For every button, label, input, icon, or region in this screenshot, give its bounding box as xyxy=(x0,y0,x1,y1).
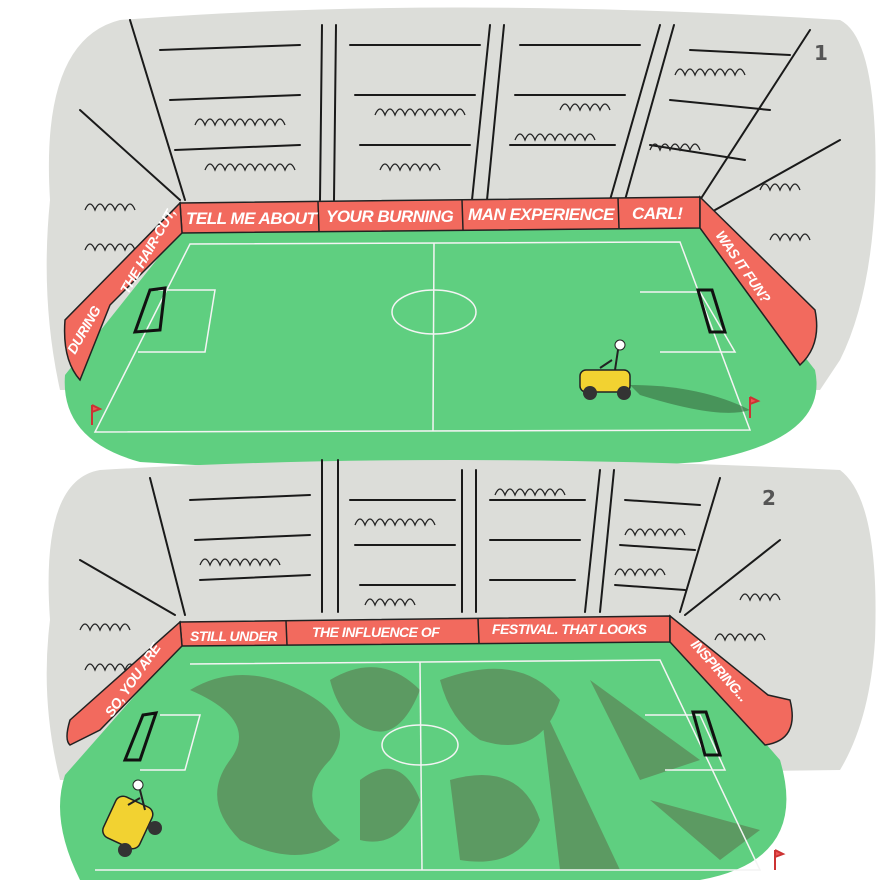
pitch-markings xyxy=(93,241,752,433)
goal-left-icon xyxy=(122,711,159,762)
lawn-mower-driver xyxy=(579,339,631,400)
panel-number: 2 xyxy=(762,486,776,510)
banner-text: THE INFLUENCE OF xyxy=(312,624,440,640)
pitch-markings xyxy=(95,659,762,871)
stand-structure xyxy=(79,459,781,616)
panel-number: 1 xyxy=(814,41,828,65)
lawn-mower-driver xyxy=(102,779,162,857)
goal-right-icon xyxy=(691,710,723,757)
goal-right-icon xyxy=(696,288,728,334)
stand-structure xyxy=(79,19,841,211)
panel-2: 2 xyxy=(46,459,876,880)
banner-text: YOUR BURNING xyxy=(326,207,453,226)
crowd xyxy=(79,488,781,672)
field xyxy=(64,222,817,471)
mower-trail xyxy=(630,385,750,413)
corner-flag-icon xyxy=(91,404,103,425)
ad-boards: STILL UNDER THE INFLUENCE OF FESTIVAL. T… xyxy=(66,614,793,746)
banner-text: FESTIVAL. THAT LOOKS xyxy=(492,621,648,637)
banner-text: STILL UNDER xyxy=(190,628,278,644)
crowd xyxy=(84,68,811,252)
banner-text: CARL! xyxy=(632,204,683,223)
banner-text: MAN EXPERIENCE xyxy=(468,205,615,224)
panel-1: 1 TELL ME ABOUT YOUR BU xyxy=(46,7,876,471)
mowed-pattern xyxy=(190,667,760,870)
corner-flag-icon xyxy=(774,849,786,870)
banner-text: TELL ME ABOUT xyxy=(186,209,319,228)
corner-flag-icon xyxy=(749,396,761,418)
goal-left-icon xyxy=(132,286,167,334)
